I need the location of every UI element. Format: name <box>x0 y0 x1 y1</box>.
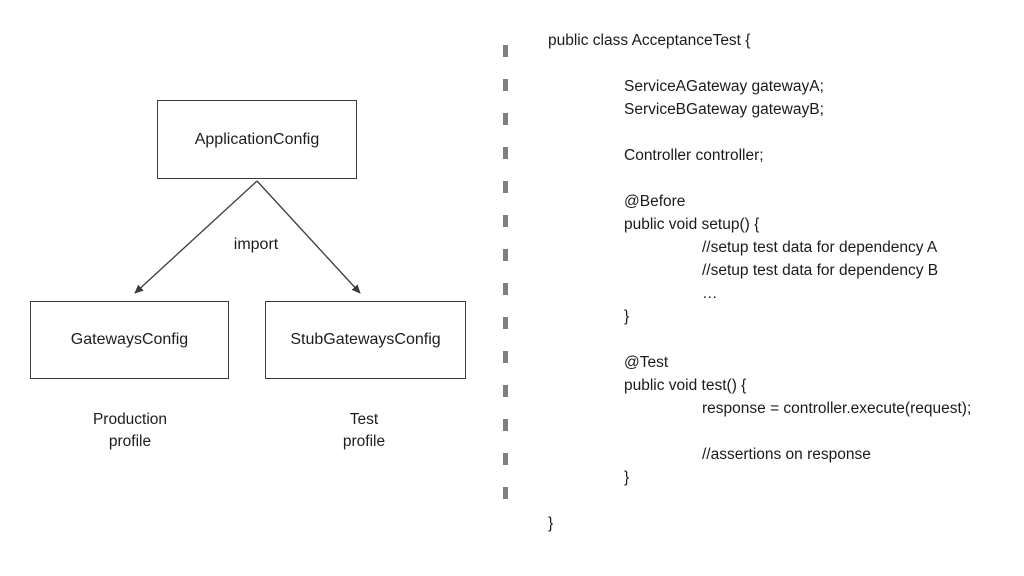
code-line <box>548 328 971 351</box>
code-line: @Before <box>624 193 686 210</box>
code-line: public void test() { <box>624 377 747 394</box>
code-line <box>548 420 971 443</box>
diagram-node-applicationconfig: ApplicationConfig <box>157 100 357 179</box>
node-label: GatewaysConfig <box>70 331 189 348</box>
code-line: ServiceBGateway gatewayB; <box>624 101 824 118</box>
dashed-divider <box>503 45 508 511</box>
code-line <box>548 489 971 512</box>
import-arrows <box>134 180 361 294</box>
code-line: public void setup() { <box>624 216 760 233</box>
node-label: StubGatewaysConfig <box>290 331 441 348</box>
code-line: } <box>624 308 630 325</box>
code-line: @Test <box>624 354 669 371</box>
diagram-node-gatewaysconfig: GatewaysConfig <box>30 301 229 379</box>
node-label: ApplicationConfig <box>194 130 320 148</box>
caption-test-profile: Test profile <box>342 411 386 450</box>
code-line: //setup test data for dependency B <box>702 262 939 279</box>
code-line: Controller controller; <box>624 147 764 164</box>
code-line: ServiceAGateway gatewayA; <box>624 78 824 95</box>
import-edge-label: import <box>233 236 279 253</box>
code-line: //setup test data for dependency A <box>702 239 938 256</box>
code-line <box>548 121 971 144</box>
diagram-node-stubgatewaysconfig: StubGatewaysConfig <box>265 301 466 379</box>
code-line: … <box>702 285 718 302</box>
code-line <box>548 52 971 75</box>
code-line: } <box>548 515 554 532</box>
code-snippet: public class AcceptanceTest { ServiceAGa… <box>548 29 971 535</box>
code-line: //assertions on response <box>702 446 871 463</box>
code-line: response = controller.execute(request); <box>702 400 972 417</box>
code-line <box>548 167 971 190</box>
code-line: public class AcceptanceTest { <box>548 32 751 49</box>
caption-production-profile: Production profile <box>92 411 168 450</box>
code-line: } <box>624 469 630 486</box>
